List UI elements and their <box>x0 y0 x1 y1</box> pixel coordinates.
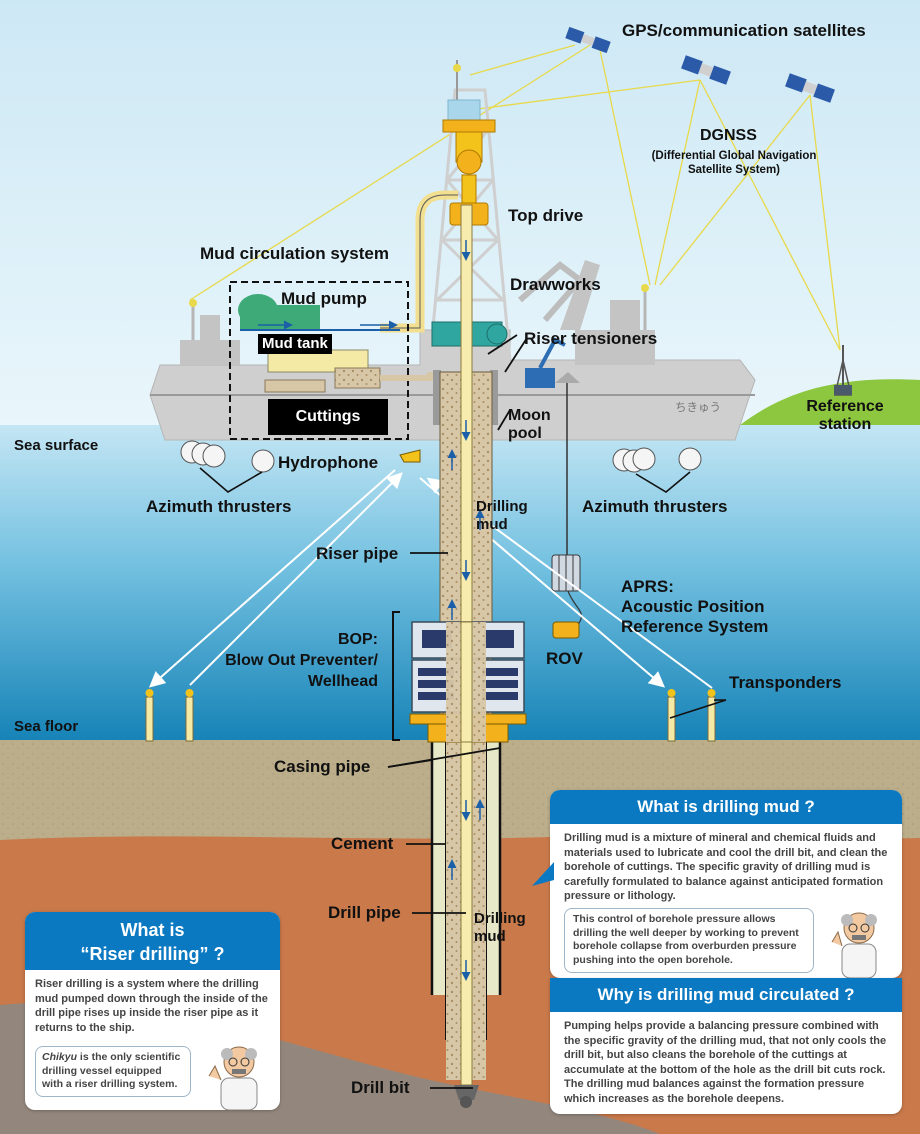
satellite-icon <box>565 26 835 103</box>
label-reference-station-2: station <box>818 416 872 433</box>
azimuth-leader-right <box>635 471 691 493</box>
label-azimuth-right: Azimuth thrusters <box>582 497 728 516</box>
label-moon-pool-1: Moon <box>508 407 551 424</box>
aprs-cage <box>551 554 582 629</box>
label-satellites: GPS/communication satellites <box>622 21 866 40</box>
label-dgnss-sub2: Satellite System) <box>687 164 781 176</box>
label-aprs-3: Reference System <box>621 617 769 636</box>
professor-icon <box>208 1046 258 1110</box>
azimuth-thrusters-right <box>612 447 702 473</box>
shaker <box>264 379 326 393</box>
label-bop-2: Blow Out Preventer/ <box>225 652 378 669</box>
riser-drilling-quote-em: Chikyu <box>42 1051 78 1063</box>
rov-vehicle <box>552 621 580 639</box>
drilling-mud-body: Drilling mud is a mixture of mineral and… <box>564 832 888 903</box>
mud-circulation-box <box>229 281 409 440</box>
mud-return-line <box>380 372 433 381</box>
label-mud-pump: Mud pump <box>281 289 367 308</box>
label-bop-1: BOP: <box>338 631 378 648</box>
mud-return-tank <box>334 367 381 389</box>
label-riser-pipe: Riser pipe <box>316 544 399 563</box>
professor-icon <box>831 912 877 978</box>
label-riser-tensioners: Riser tensioners <box>524 329 658 348</box>
label-top-drive: Top drive <box>508 206 584 225</box>
transponders <box>145 689 716 742</box>
label-azimuth-left: Azimuth thrusters <box>146 497 292 516</box>
riser-drilling-quote-rest: is the only scientific drilling vessel e… <box>42 1051 181 1091</box>
hydrophone-icon <box>399 449 421 463</box>
label-drawworks: Drawworks <box>510 275 601 294</box>
drilling-mud-quote: This control of borehole pressure allows… <box>564 908 814 973</box>
label-moon-pool-2: pool <box>508 425 542 442</box>
bop-stack <box>409 621 527 743</box>
label-aprs-2: Acoustic Position <box>621 597 765 616</box>
reference-station-tower <box>834 345 852 396</box>
label-sea-floor: Sea floor <box>14 718 79 735</box>
label-drilling-mud-low-2: mud <box>474 928 506 945</box>
label-drilling-mud-low-1: Drilling <box>474 910 526 927</box>
transponder-leader <box>669 699 727 719</box>
circulation-body: Pumping helps provide a balancing pressu… <box>564 1020 887 1105</box>
rov-crane <box>525 337 580 555</box>
riser-drilling-quote: Chikyu is the only scientific drilling v… <box>35 1046 191 1097</box>
leader-lines <box>387 334 528 1089</box>
mud-hose-outline <box>380 194 458 329</box>
label-bop-3: Wellhead <box>308 673 378 690</box>
riser-drilling-title-2: “Riser drilling” ? <box>80 944 225 964</box>
label-cuttings: Cuttings <box>268 399 388 435</box>
label-mud-circulation: Mud circulation system <box>200 244 389 263</box>
drilling-mud-info-box: What is drilling mud ? Drilling mud is a… <box>550 790 902 978</box>
label-rov: ROV <box>546 649 583 668</box>
label-drilling-mud-top-1: Drilling <box>476 498 528 515</box>
label-ship-name: ちきゅう <box>675 402 721 414</box>
azimuth-thrusters-left <box>180 440 275 473</box>
top-drive-assembly <box>442 99 496 226</box>
riser-drilling-info-box: What is “Riser drilling” ? Riser drillin… <box>25 912 280 1110</box>
riser-drilling-title: What is “Riser drilling” ? <box>25 912 280 970</box>
label-dgnss: DGNSS <box>700 127 757 144</box>
label-casing-pipe: Casing pipe <box>274 757 371 776</box>
label-transponders: Transponders <box>729 673 842 692</box>
bop-bracket <box>392 611 400 741</box>
label-cement: Cement <box>331 834 394 853</box>
riser-drilling-body: Riser drilling is a system where the dri… <box>35 978 268 1034</box>
mast-light <box>453 64 461 72</box>
label-drill-pipe: Drill pipe <box>328 903 401 922</box>
label-sea-surface: Sea surface <box>14 437 99 454</box>
reference-hill <box>740 379 920 425</box>
satellite-signals <box>189 44 841 351</box>
drawworks-drum <box>486 323 508 345</box>
label-hydrophone: Hydrophone <box>278 453 379 472</box>
circulation-info-box: Why is drilling mud circulated ? Pumping… <box>550 978 902 1114</box>
azimuth-leader-left <box>199 467 263 493</box>
label-reference-station-1: Reference <box>806 398 884 415</box>
drilling-mud-pointer <box>532 862 554 886</box>
label-aprs-1: APRS: <box>621 577 674 596</box>
drilling-mud-title: What is drilling mud ? <box>550 790 902 824</box>
label-dgnss-sub1: (Differential Global Navigation <box>651 150 817 162</box>
riser-tensioners <box>433 370 498 425</box>
label-drill-bit: Drill bit <box>351 1078 410 1097</box>
riser-drilling-title-1: What is <box>120 920 185 940</box>
circulation-title: Why is drilling mud circulated ? <box>550 978 902 1012</box>
label-mud-tank: Mud tank <box>258 334 332 354</box>
label-drilling-mud-top-2: mud <box>476 516 508 533</box>
